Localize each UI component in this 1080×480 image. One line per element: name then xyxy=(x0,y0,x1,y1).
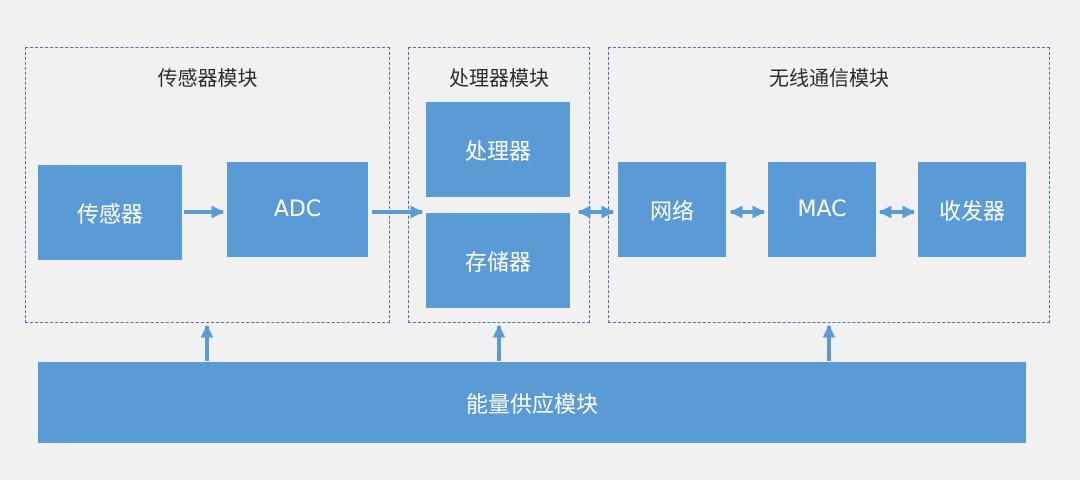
processor-module-group: 处理器模块 xyxy=(408,47,590,323)
wireless-module-title: 无线通信模块 xyxy=(769,66,889,90)
processor-node: 处理器 xyxy=(426,102,570,197)
power-supply-node: 能量供应模块 xyxy=(38,362,1026,443)
wireless-module-group: 无线通信模块 xyxy=(608,47,1050,323)
transceiver-node: 收发器 xyxy=(918,162,1026,257)
memory-node: 存储器 xyxy=(426,213,570,308)
network-node: 网络 xyxy=(618,162,726,257)
sensor-node: 传感器 xyxy=(38,165,182,260)
adc-node: ADC xyxy=(227,162,368,257)
mac-node: MAC xyxy=(768,162,876,257)
sensor-module-group: 传感器模块 xyxy=(25,47,390,323)
sensor-module-title: 传感器模块 xyxy=(157,66,258,90)
processor-module-title: 处理器模块 xyxy=(449,66,549,90)
